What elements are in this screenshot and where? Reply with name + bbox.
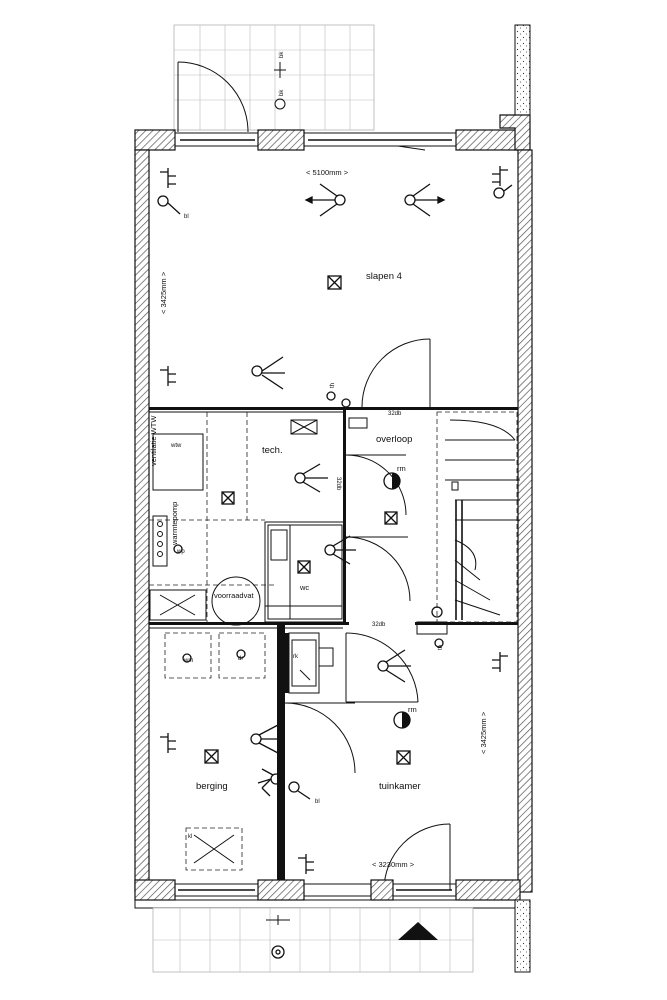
outer-walls-top: [134, 114, 533, 893]
room-overloop: overloop rm 32db 32db 32db: [335, 411, 412, 628]
door-tuinkamer: [345, 632, 419, 703]
room-tuinkamer: tuinkamer rm < 3425mm > < 3230mm >: [372, 705, 488, 891]
svg-text:rm: rm: [408, 705, 417, 714]
svg-text:th: th: [330, 383, 336, 388]
right-neighbor-wall: [514, 24, 531, 116]
door-wc: [345, 536, 411, 602]
ceiling-light-symbol: [327, 275, 342, 290]
svg-text:kl: kl: [188, 834, 192, 840]
svg-text:< 3425mm >: < 3425mm >: [159, 271, 168, 314]
interior-walls: [149, 407, 518, 890]
right-garden-edge: [514, 899, 531, 973]
svg-text:warmtepomp: warmtepomp: [170, 502, 179, 546]
top-balcony-door-swing: [177, 61, 249, 133]
room-wc: wc: [270, 529, 311, 592]
svg-text:wtw: wtw: [170, 443, 182, 449]
svg-text:rk: rk: [293, 654, 299, 660]
svg-text:bl: bl: [184, 214, 189, 220]
switch-symbols: bl bl: [157, 184, 513, 805]
svg-text:slapen 4: slapen 4: [366, 271, 402, 282]
lamp-symbols: [250, 183, 446, 785]
svg-text:wc: wc: [299, 583, 309, 592]
svg-text:32db: 32db: [335, 477, 341, 491]
room-berging: berging kl: [185, 749, 271, 871]
outer-walls-bottom: [134, 879, 521, 909]
svg-text:< 3230mm >: < 3230mm >: [372, 860, 415, 869]
svg-text:tuinkamer: tuinkamer: [379, 781, 421, 792]
svg-text:dr: dr: [238, 656, 243, 662]
appliance-row: wm dr rk: [164, 632, 334, 694]
staircase: th: [416, 411, 520, 650]
svg-text:wp: wp: [176, 549, 185, 555]
balcony-fixtures: bk bk: [274, 51, 286, 110]
svg-text:bl: bl: [315, 799, 320, 805]
svg-text:tech.: tech.: [262, 445, 283, 456]
svg-text:overloop: overloop: [376, 434, 412, 445]
svg-text:berging: berging: [196, 781, 228, 792]
svg-text:< 3425mm >: < 3425mm >: [479, 711, 488, 754]
svg-text:rm: rm: [397, 464, 406, 473]
garden-tiles: [152, 907, 474, 973]
svg-text:voorraadvat: voorraadvat: [214, 591, 255, 600]
room-tech: tech. ventilatie WTW wtw warmtepomp wp v…: [149, 415, 318, 626]
door-slapen4: th: [326, 338, 431, 408]
svg-text:bk: bk: [279, 51, 285, 58]
svg-text:th: th: [438, 645, 444, 650]
room-slapen4: slapen 4 < 5100mm > < 3425mm >: [159, 168, 402, 314]
door-tech: [345, 454, 407, 516]
svg-text:< 5100mm >: < 5100mm >: [306, 168, 349, 177]
svg-text:32db: 32db: [388, 411, 402, 417]
svg-text:bk: bk: [279, 89, 285, 96]
socket-symbols: [160, 166, 508, 874]
svg-text:32db: 32db: [372, 622, 386, 628]
svg-text:ventilatie WTW: ventilatie WTW: [149, 415, 158, 466]
svg-text:wm: wm: [183, 658, 193, 664]
top-balcony-tiles: [173, 24, 375, 131]
door-berging: [284, 702, 356, 774]
